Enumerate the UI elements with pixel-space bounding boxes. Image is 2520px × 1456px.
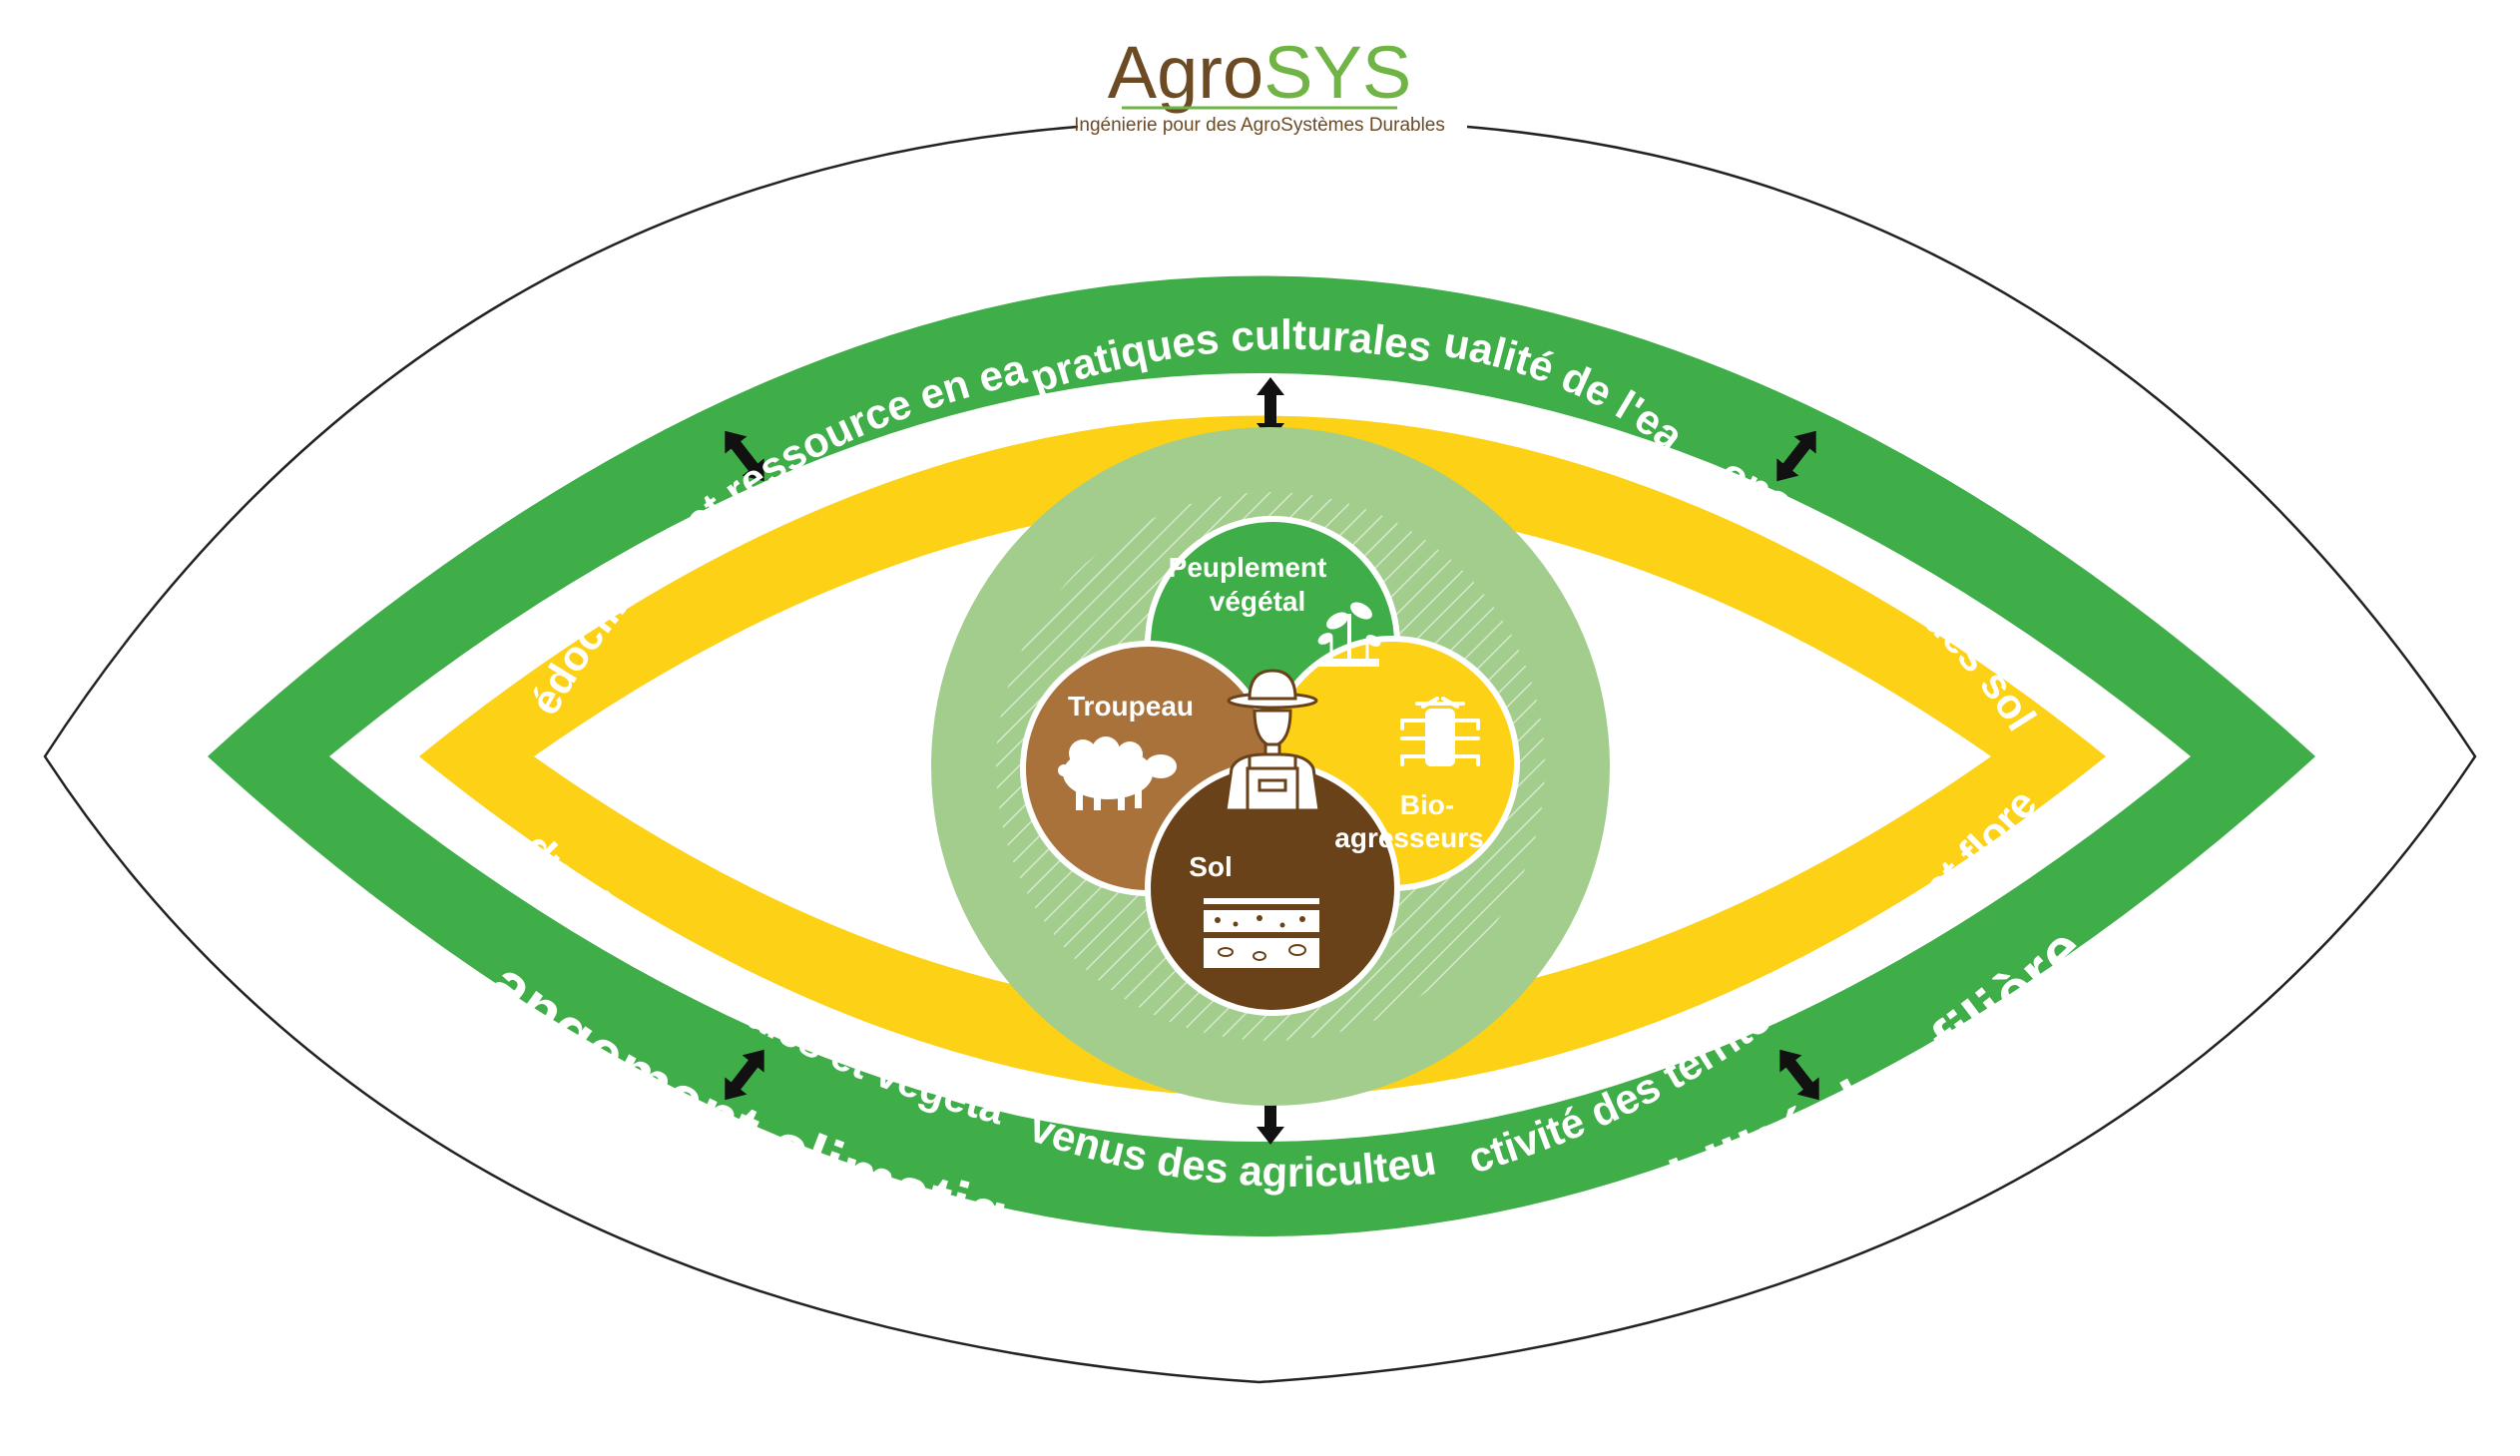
- label-vegetal: végétal: [1210, 586, 1306, 617]
- label-politiques-publiques: Politiques publiques: [954, 169, 1622, 292]
- label-troupeau: Troupeau: [1068, 691, 1194, 722]
- agrosys-logo: AgroSYS Ingénierie pour des AgroSystèmes…: [1074, 31, 1445, 136]
- logo-tagline: Ingénierie pour des AgroSystèmes Durable…: [1074, 115, 1445, 136]
- label-agresseurs: agresseurs: [1334, 822, 1483, 853]
- arrow-top-left: [725, 430, 764, 482]
- arrow-bottom-left: [725, 1049, 764, 1101]
- seedling-icon: [1317, 602, 1381, 667]
- label-sol: Sol: [1189, 851, 1233, 882]
- soil-layers-icon: [1204, 898, 1319, 968]
- insect-icon: [1400, 697, 1480, 766]
- label-bio: Bio-: [1400, 789, 1454, 820]
- arrow-top-right: [1776, 430, 1816, 482]
- arrow-top-center: [1257, 377, 1284, 441]
- arrow-bottom-right: [1779, 1049, 1819, 1101]
- logo-brand: AgroSYS: [1108, 31, 1411, 114]
- double-arrows: [725, 377, 1819, 1145]
- farmer-icon: [1224, 669, 1321, 812]
- outer-lens-outline: [43, 125, 2477, 1384]
- sheep-icon: [1058, 736, 1177, 810]
- yellow-band: [419, 415, 2106, 1097]
- label-peuplement: Peuplement: [1169, 552, 1327, 583]
